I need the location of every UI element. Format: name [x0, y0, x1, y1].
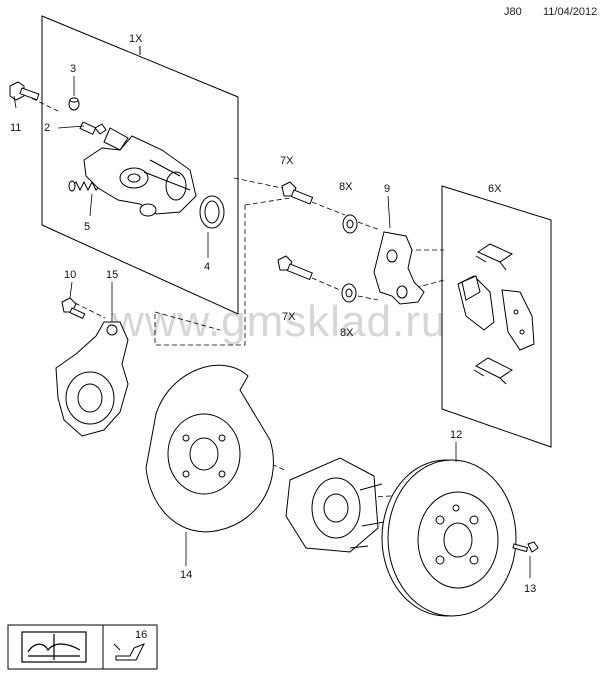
- brake-pad-left: [457, 275, 495, 331]
- brake-pad-right: [501, 289, 535, 351]
- callout-2: 2: [44, 122, 50, 134]
- legend-box: 16: [7, 624, 158, 670]
- steering-knuckle-15: [55, 321, 129, 437]
- callout-11: 11: [10, 122, 21, 134]
- callout-9: 9: [384, 183, 390, 195]
- seal-4: [199, 195, 225, 229]
- caliper-body: [83, 127, 197, 217]
- diagram-date: 11/04/2012: [543, 6, 598, 18]
- callout-4: 4: [204, 261, 210, 273]
- pad-clip-top: [475, 243, 514, 271]
- callout-15: 15: [106, 269, 118, 281]
- guide-pin-bottom: [277, 255, 313, 281]
- callout-14: 14: [180, 569, 192, 581]
- callout-10: 10: [64, 269, 76, 281]
- bushing-bottom: [341, 283, 357, 303]
- label-pads-group: 6X: [488, 183, 502, 195]
- wheel-hub-bearing: [285, 457, 385, 553]
- bushing-top: [342, 214, 358, 234]
- label-caliper-assembly: 1X: [129, 33, 143, 45]
- screw-13: [512, 541, 539, 553]
- caliper-carrier-9: [373, 231, 425, 305]
- label-guide-pins-top: 7X: [280, 155, 294, 167]
- watermark: www.gmsklad.ru: [111, 297, 446, 346]
- guide-pin-top: [281, 181, 314, 205]
- callout-3: 3: [70, 63, 76, 75]
- label-bushings-top: 8X: [339, 181, 353, 193]
- pad-clip-bottom: [473, 357, 513, 385]
- callout-16: 16: [135, 629, 147, 641]
- spring-5: [68, 180, 101, 192]
- callout-leaders: [13, 76, 531, 578]
- bolt-10: [61, 297, 86, 320]
- diagram-code: J80: [504, 6, 522, 18]
- label-guide-pins-bottom: 7X: [282, 311, 296, 323]
- caliper-assembly-panel: [41, 15, 239, 315]
- bleed-cap-3: [68, 97, 80, 111]
- brake-disc-12: [381, 459, 517, 617]
- callout-5: 5: [84, 221, 90, 233]
- backing-plate-14: [145, 364, 274, 533]
- callout-13: 13: [524, 583, 536, 595]
- pads-panel: [441, 185, 552, 448]
- callout-12: 12: [450, 429, 462, 441]
- oil-can-icon: [113, 643, 146, 661]
- bleed-screw-2: [79, 121, 107, 135]
- label-bushings-bottom: 8X: [340, 327, 354, 339]
- manual-icon: [21, 631, 87, 663]
- bolt-11: [9, 81, 40, 101]
